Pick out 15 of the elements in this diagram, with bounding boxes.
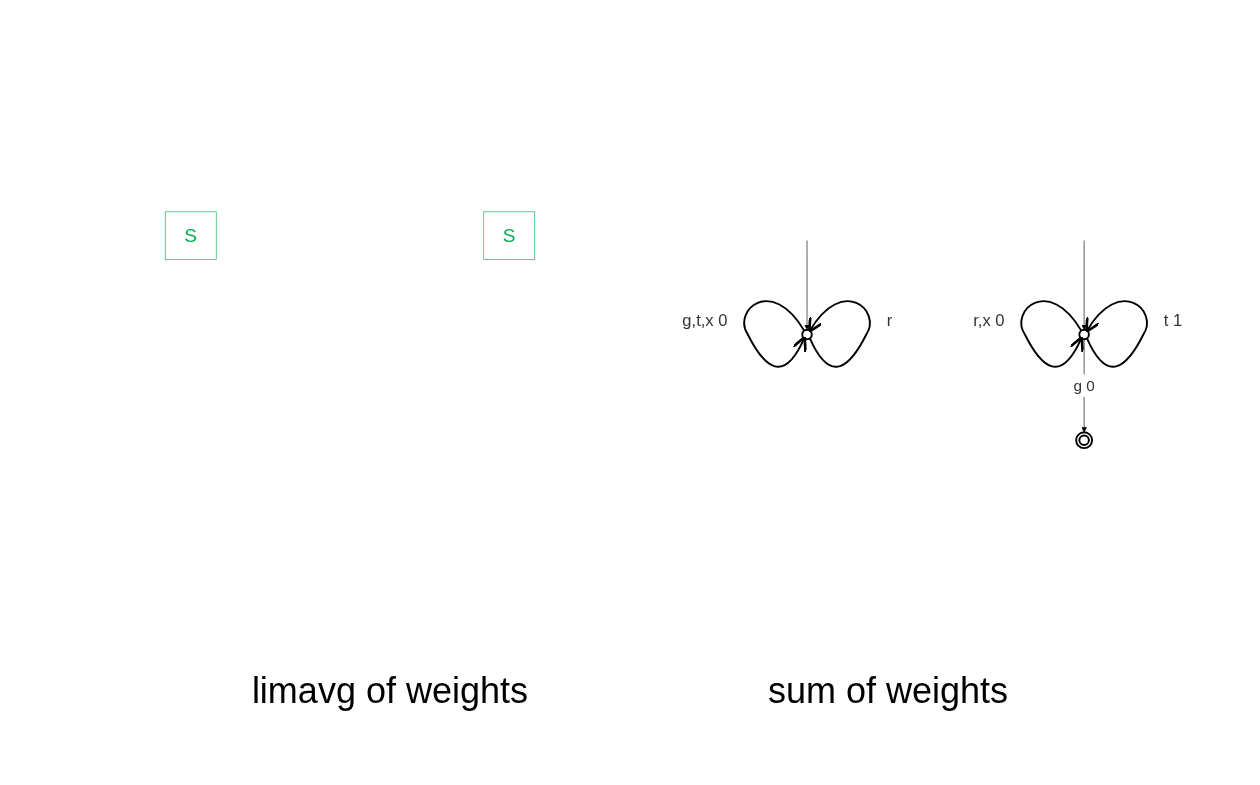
output-box: S (483, 211, 536, 260)
edge-label: r,x 0 (973, 310, 1005, 330)
loop-arrow (807, 300, 871, 368)
loop-arrow (1020, 300, 1084, 368)
state-circle (1078, 328, 1090, 341)
state-circle (801, 328, 813, 341)
output-box: S (164, 211, 217, 260)
caption-text: limavg of weights (251, 670, 528, 712)
caption-text: sum of weights (768, 670, 1009, 712)
loop-arrow (743, 300, 807, 368)
loop-arrow (1084, 300, 1148, 368)
edge-label: t 1 (1163, 310, 1183, 330)
edge-label: r (886, 310, 893, 330)
state-circle (1075, 431, 1094, 450)
edge-label: g,t,x 0 (682, 310, 728, 330)
